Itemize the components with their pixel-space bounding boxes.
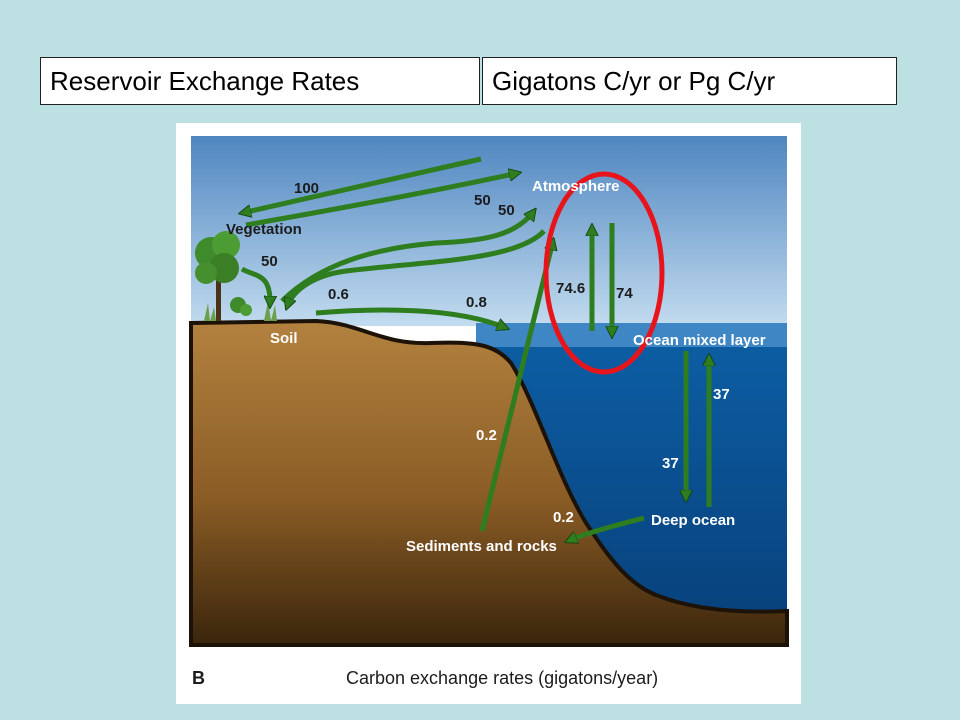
flux-mixed-to-deep: 37 [662,455,679,472]
arrow-sediments-to-atm [479,241,553,532]
flux-atm-to-soil: 0.6 [328,286,349,303]
arrow-soil-to-atm [280,211,534,303]
label-ocean-mixed-layer: Ocean mixed layer [633,332,766,349]
vegetation-trees [195,231,277,321]
flux-soil-to-atm: 50 [498,202,515,219]
flux-veg-to-atm: 50 [474,192,491,209]
flux-atm-to-veg: 100 [294,180,319,197]
arrow-soil-to-ocean [315,307,506,328]
flux-deep-to-sediments: 0.2 [553,509,574,526]
arrow-deep-to-sediments [568,515,645,541]
title-reservoir-exchange-rates: Reservoir Exchange Rates [40,57,480,105]
carbon-cycle-diagram: Atmosphere Vegetation Soil Ocean mixed l… [189,135,789,688]
label-vegetation: Vegetation [226,221,302,238]
arrow-veg-to-atm [245,173,518,228]
flux-deep-to-mixed: 37 [713,386,730,403]
carbon-cycle-figure: Atmosphere Vegetation Soil Ocean mixed l… [176,123,801,704]
title-left-text: Reservoir Exchange Rates [50,65,360,96]
arrow-atm-to-veg [242,156,482,213]
highlight-ellipse [543,171,665,375]
flux-soil-to-ocean: 0.8 [466,294,487,311]
flux-atm-to-ocean: 74 [616,285,633,302]
label-deep-ocean: Deep ocean [651,512,735,529]
title-right-text: Gigatons C/yr or Pg C/yr [492,65,776,96]
figure-caption: Carbon exchange rates (gigatons/year) [346,668,658,688]
title-units: Gigatons C/yr or Pg C/yr [482,57,897,105]
arrow-atm-to-soil [287,229,546,307]
label-sediments-and-rocks: Sediments and rocks [406,538,557,555]
flux-ocean-to-atm: 74.6 [556,280,585,297]
label-soil: Soil [270,330,298,347]
panel-letter: B [192,668,205,688]
flux-sediments-to-atm: 0.2 [476,427,497,444]
flux-veg-to-soil: 50 [261,253,278,270]
land-and-seafloor [189,318,789,647]
label-atmosphere: Atmosphere [532,178,620,195]
arrow-veg-to-soil [240,266,270,305]
